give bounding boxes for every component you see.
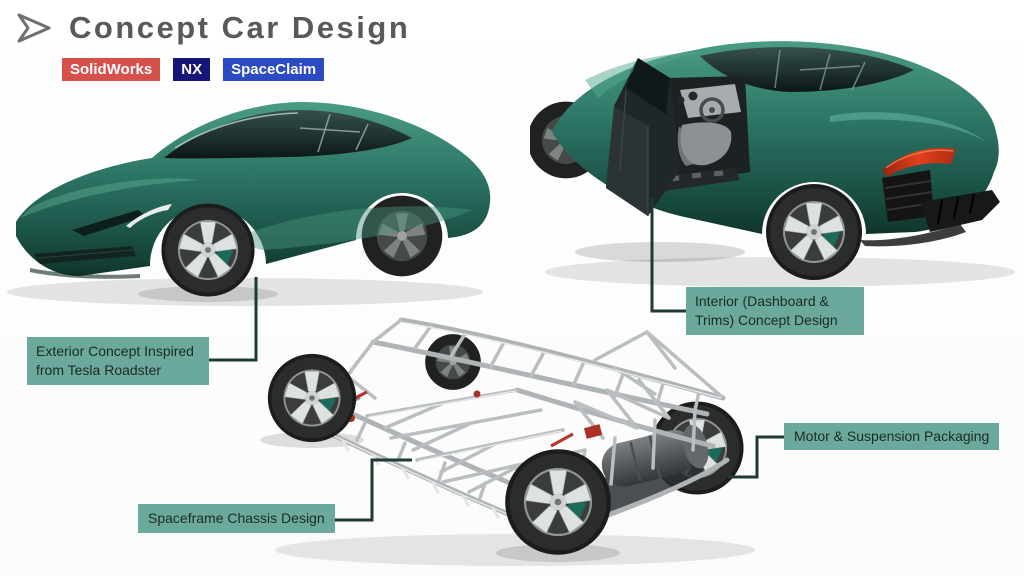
windshield-glass	[164, 110, 412, 159]
title-row: Concept Car Design	[14, 10, 410, 46]
taillight	[882, 147, 956, 177]
callout-interior: Interior (Dashboard & Trims) Concept Des…	[686, 287, 864, 335]
badge-spaceclaim: SpaceClaim	[223, 58, 325, 81]
callout-exterior: Exterior Concept Inspired from Tesla Roa…	[27, 337, 209, 385]
front-grille	[34, 246, 136, 264]
dashboard	[680, 84, 741, 118]
spaceframe-chassis-render	[260, 317, 755, 566]
callout-chassis: Spaceframe Chassis Design	[138, 504, 335, 533]
callout-motor: Motor & Suspension Packaging	[784, 423, 1000, 450]
page-title: Concept Car Design	[69, 10, 411, 45]
motor	[601, 425, 709, 487]
interior-open-door-render	[530, 41, 1015, 287]
arrowhead-bullet-icon	[17, 13, 51, 43]
steering-wheel	[699, 97, 725, 123]
rear-diffuser	[920, 190, 1000, 232]
tool-badges: SolidWorks NX SpaceClaim	[62, 58, 325, 81]
badge-nx: NX	[173, 58, 211, 81]
badge-solidworks: SolidWorks	[62, 58, 161, 81]
headlight	[72, 210, 146, 236]
seat	[678, 122, 732, 166]
exterior-concept-car-render	[7, 102, 491, 306]
